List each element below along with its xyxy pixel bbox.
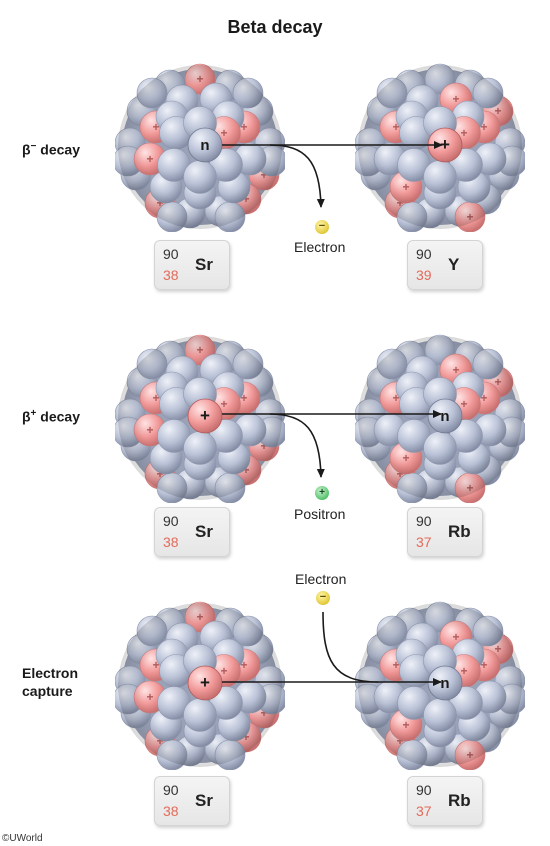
central-proton — [187, 398, 223, 434]
label-beta-minus-sup: − — [30, 141, 37, 152]
central-nucleon-mark: + — [200, 406, 210, 425]
electron-label-beta-minus: Electron — [294, 239, 346, 255]
electron-charge-capture: − — [319, 591, 327, 603]
atomic-number: 38 — [163, 534, 179, 550]
central-nucleon-mark: + — [440, 135, 450, 154]
electron-label-capture: Electron — [295, 571, 347, 587]
element-symbol: Sr — [195, 791, 213, 810]
nucleus-rb-beta-plus: ++++++++n — [355, 333, 525, 503]
label-beta-plus-sup: + — [30, 408, 37, 419]
central-neutron — [427, 398, 463, 434]
element-symbol: Rb — [448, 522, 471, 541]
mass-number: 90 — [416, 782, 432, 798]
mass-number: 90 — [163, 782, 179, 798]
atomic-number: 38 — [163, 267, 179, 283]
central-nucleon-mark: n — [440, 408, 449, 425]
atomic-number: 37 — [416, 803, 432, 819]
nucleus-graphic: +++++++++ — [115, 334, 285, 503]
label-beta-plus-rest: decay — [36, 408, 80, 425]
label-beta-plus-main: β — [22, 408, 31, 425]
element-box-rb-electron-capture: 90 37 Rb — [407, 776, 483, 826]
nucleus-graphic: ++++++++n — [115, 63, 285, 232]
nucleus-sr-beta-plus: +++++++++ — [115, 333, 285, 503]
central-nucleon-mark: n — [200, 137, 209, 154]
element-symbol: Rb — [448, 791, 471, 810]
label-beta-minus-main: β — [22, 141, 31, 158]
label-beta-minus-rest: decay — [36, 141, 80, 158]
positron-particle: + — [315, 486, 329, 500]
central-nucleon-mark: + — [200, 673, 210, 692]
nucleus-graphic: +++++++++ — [355, 63, 525, 232]
label-electron-capture-line1: Electron — [22, 665, 79, 681]
mass-number: 90 — [163, 513, 179, 529]
element-symbol: Sr — [195, 255, 213, 274]
element-symbol: Sr — [195, 522, 213, 541]
atomic-number: 37 — [416, 534, 432, 550]
mass-number: 90 — [163, 246, 179, 262]
nucleus-sr-electron-capture: +++++++++ — [115, 600, 285, 770]
label-electron-capture: Electron capture — [22, 664, 78, 700]
diagram-title: Beta decay — [227, 17, 323, 37]
central-proton — [187, 665, 223, 701]
element-box-y-beta-minus: 90 39 Y — [407, 240, 483, 290]
label-electron-capture-line2: capture — [22, 683, 73, 699]
central-neutron — [427, 665, 463, 701]
electron-charge-beta-minus: − — [318, 220, 326, 232]
copyright-notice: ©UWorld — [2, 833, 43, 844]
label-beta-minus: β− decay — [22, 138, 80, 159]
mass-number: 90 — [416, 513, 432, 529]
element-symbol: Y — [448, 255, 460, 274]
nucleus-sr-beta-minus: ++++++++n — [115, 62, 285, 232]
mass-number: 90 — [416, 246, 432, 262]
positron-label: Positron — [294, 506, 346, 522]
electron-particle-capture: − — [316, 591, 330, 605]
positron-charge: + — [319, 487, 325, 498]
central-nucleon-mark: n — [440, 675, 449, 692]
element-box-sr-beta-plus: 90 38 Sr — [154, 507, 230, 557]
label-beta-plus: β+ decay — [22, 405, 80, 426]
arrow-beta-minus-electron — [269, 144, 325, 208]
arrow-beta-plus-positron — [269, 413, 325, 478]
nucleus-y-beta-minus: +++++++++ — [355, 62, 525, 232]
element-box-rb-beta-plus: 90 37 Rb — [407, 507, 483, 557]
atomic-number: 39 — [416, 267, 432, 283]
element-box-sr-beta-minus: 90 38 Sr — [154, 240, 230, 290]
nucleus-graphic: +++++++++ — [115, 601, 285, 770]
arrow-electron-capture-electron — [322, 611, 379, 683]
electron-particle-beta-minus: − — [315, 220, 329, 234]
element-box-sr-electron-capture: 90 38 Sr — [154, 776, 230, 826]
atomic-number: 38 — [163, 803, 179, 819]
nucleus-graphic: ++++++++n — [355, 334, 525, 503]
